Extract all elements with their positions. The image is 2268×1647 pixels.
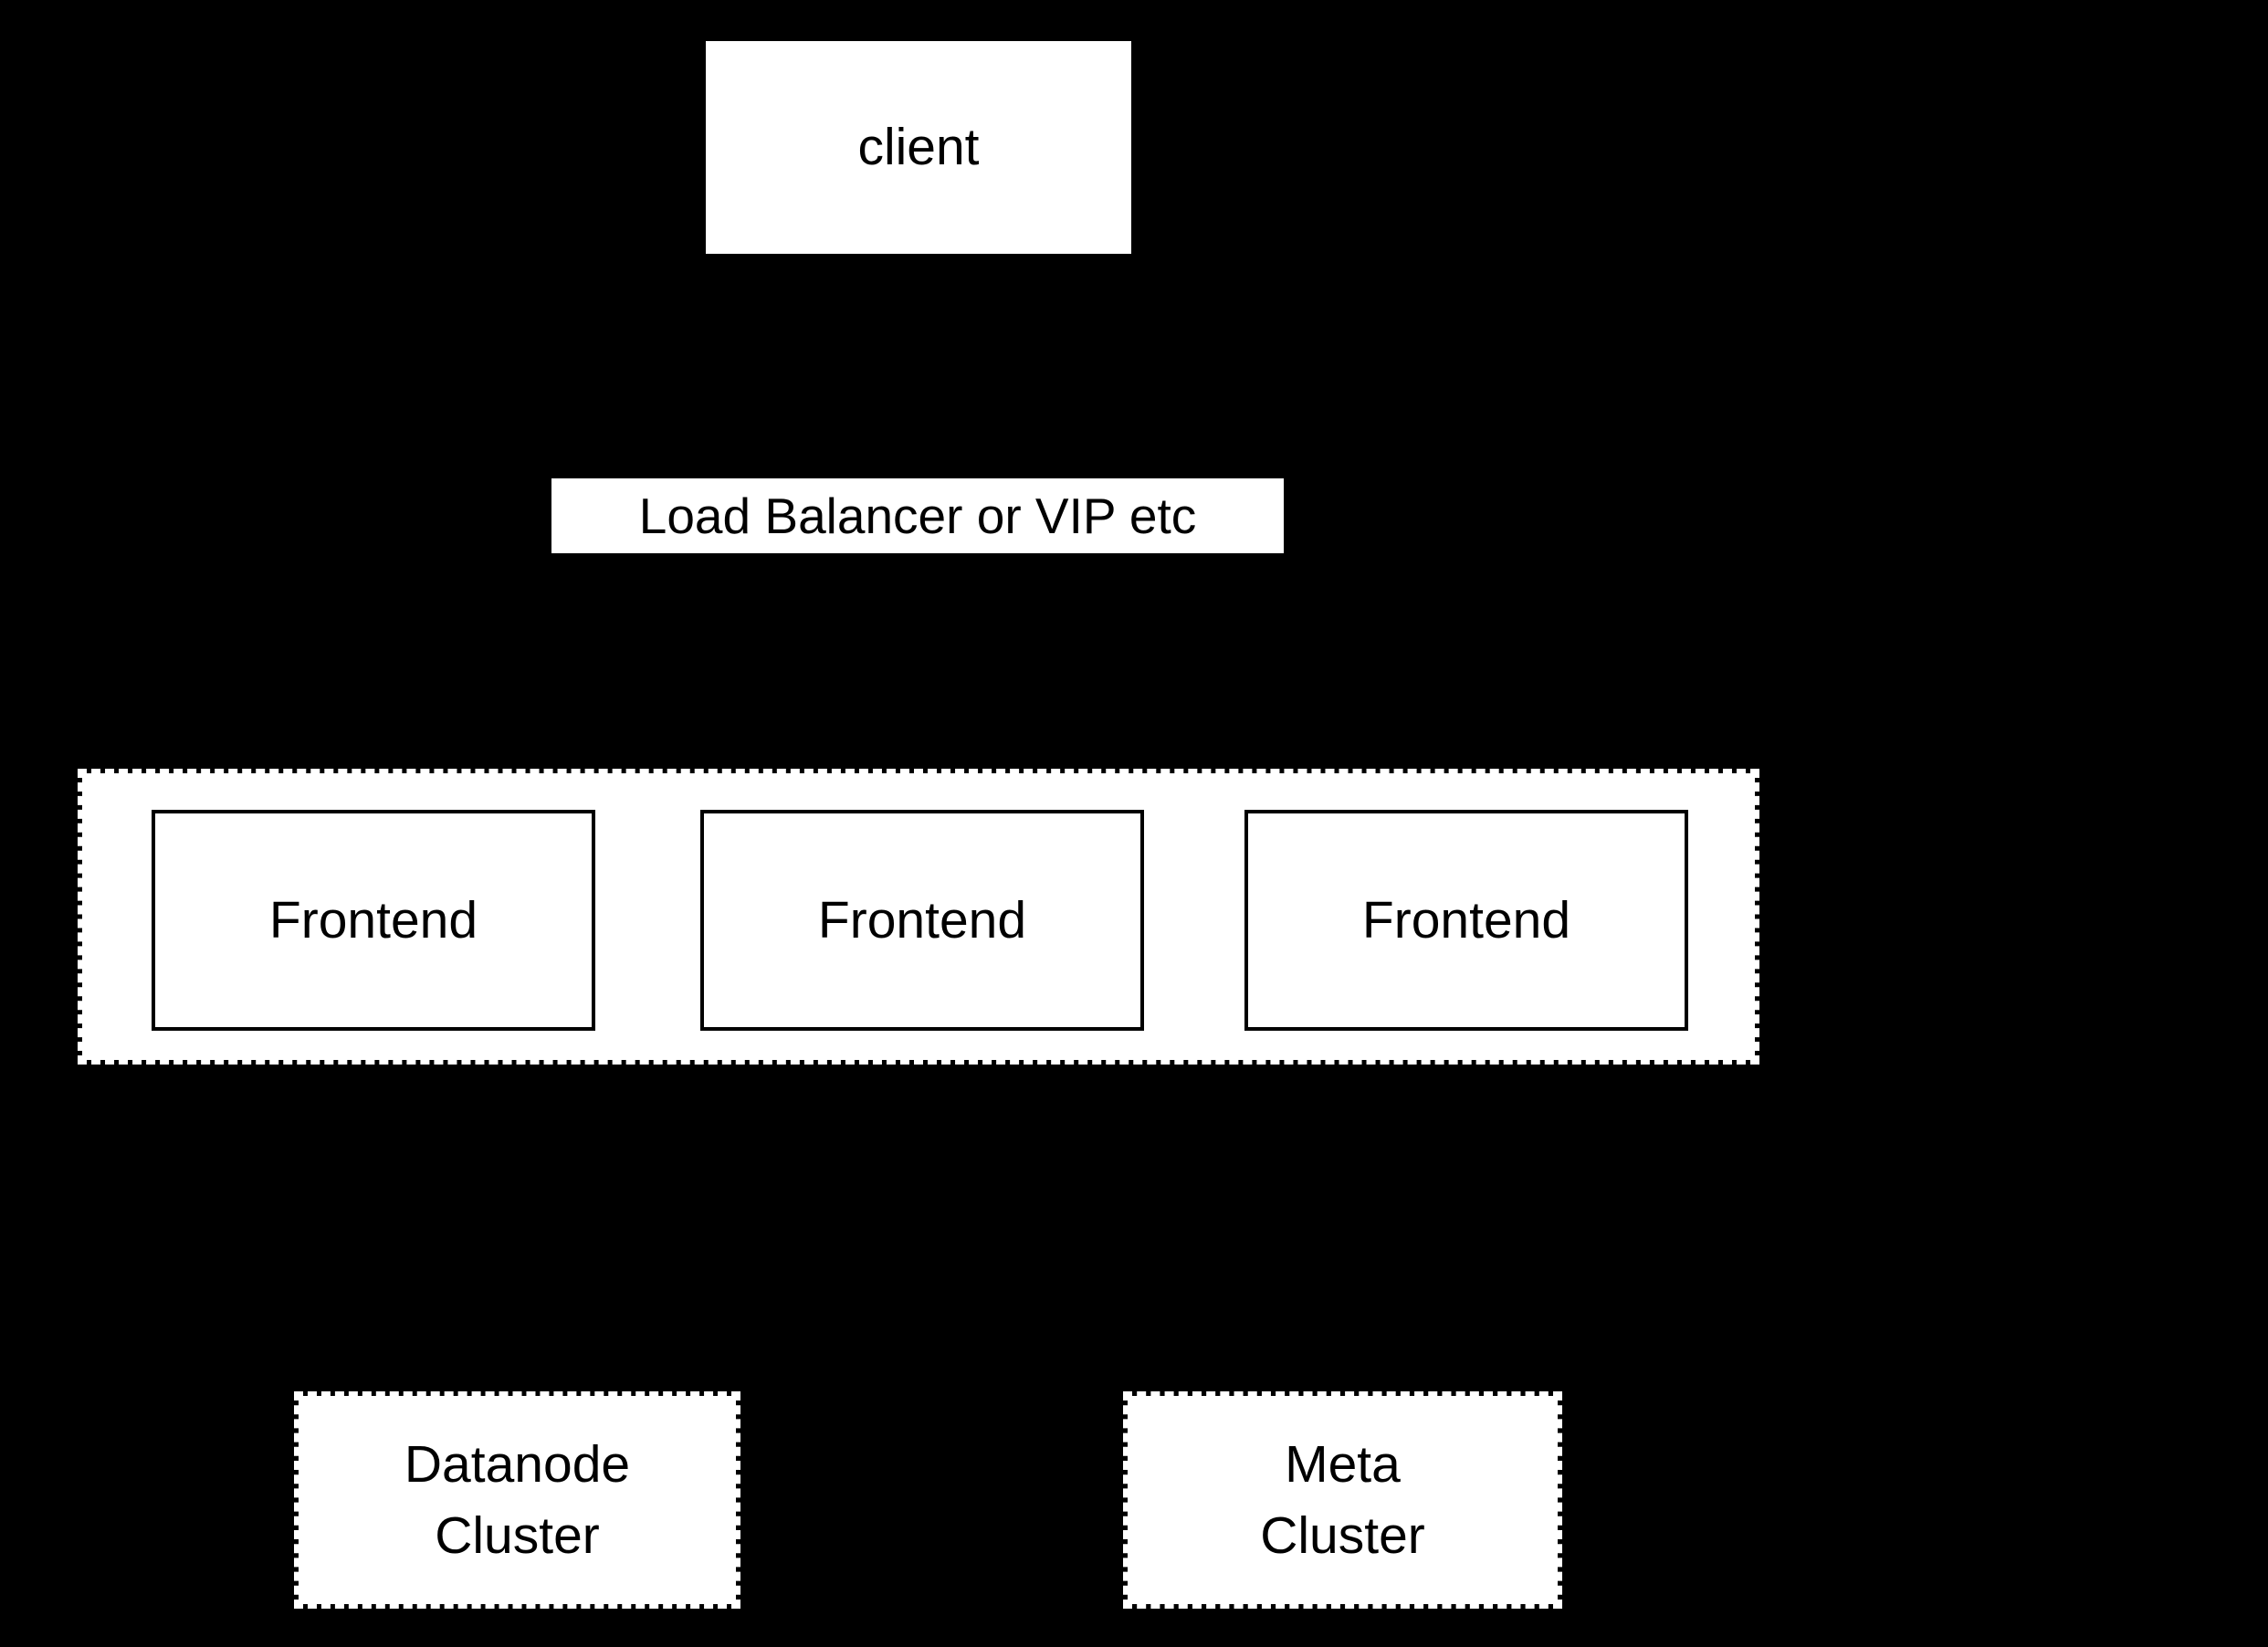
frontend-node-2: Frontend [700, 810, 1144, 1031]
datanode-cluster-node: Datanode Cluster [294, 1391, 740, 1609]
client-node: client [706, 41, 1131, 254]
frontend-node-2-label: Frontend [817, 890, 1027, 949]
datanode-cluster-label: Datanode Cluster [299, 1396, 736, 1604]
frontend-node-3: Frontend [1244, 810, 1688, 1031]
frontend-node-3-label: Frontend [1361, 890, 1571, 949]
load-balancer-label: Load Balancer or VIP etc [638, 488, 1197, 544]
frontend-node-1: Frontend [152, 810, 595, 1031]
load-balancer-node: Load Balancer or VIP etc [551, 478, 1284, 553]
frontend-cluster-container: Frontend Frontend Frontend [78, 769, 1759, 1065]
meta-cluster-node: Meta Cluster [1123, 1391, 1562, 1609]
meta-cluster-label-line1: Meta [1285, 1435, 1401, 1494]
meta-cluster-label-line2: Cluster [1260, 1506, 1425, 1565]
meta-cluster-label: Meta Cluster [1128, 1396, 1558, 1604]
datanode-cluster-label-line2: Cluster [435, 1506, 600, 1565]
client-node-label: client [857, 118, 980, 177]
frontend-node-1-label: Frontend [268, 890, 478, 949]
datanode-cluster-label-line1: Datanode [404, 1435, 631, 1494]
